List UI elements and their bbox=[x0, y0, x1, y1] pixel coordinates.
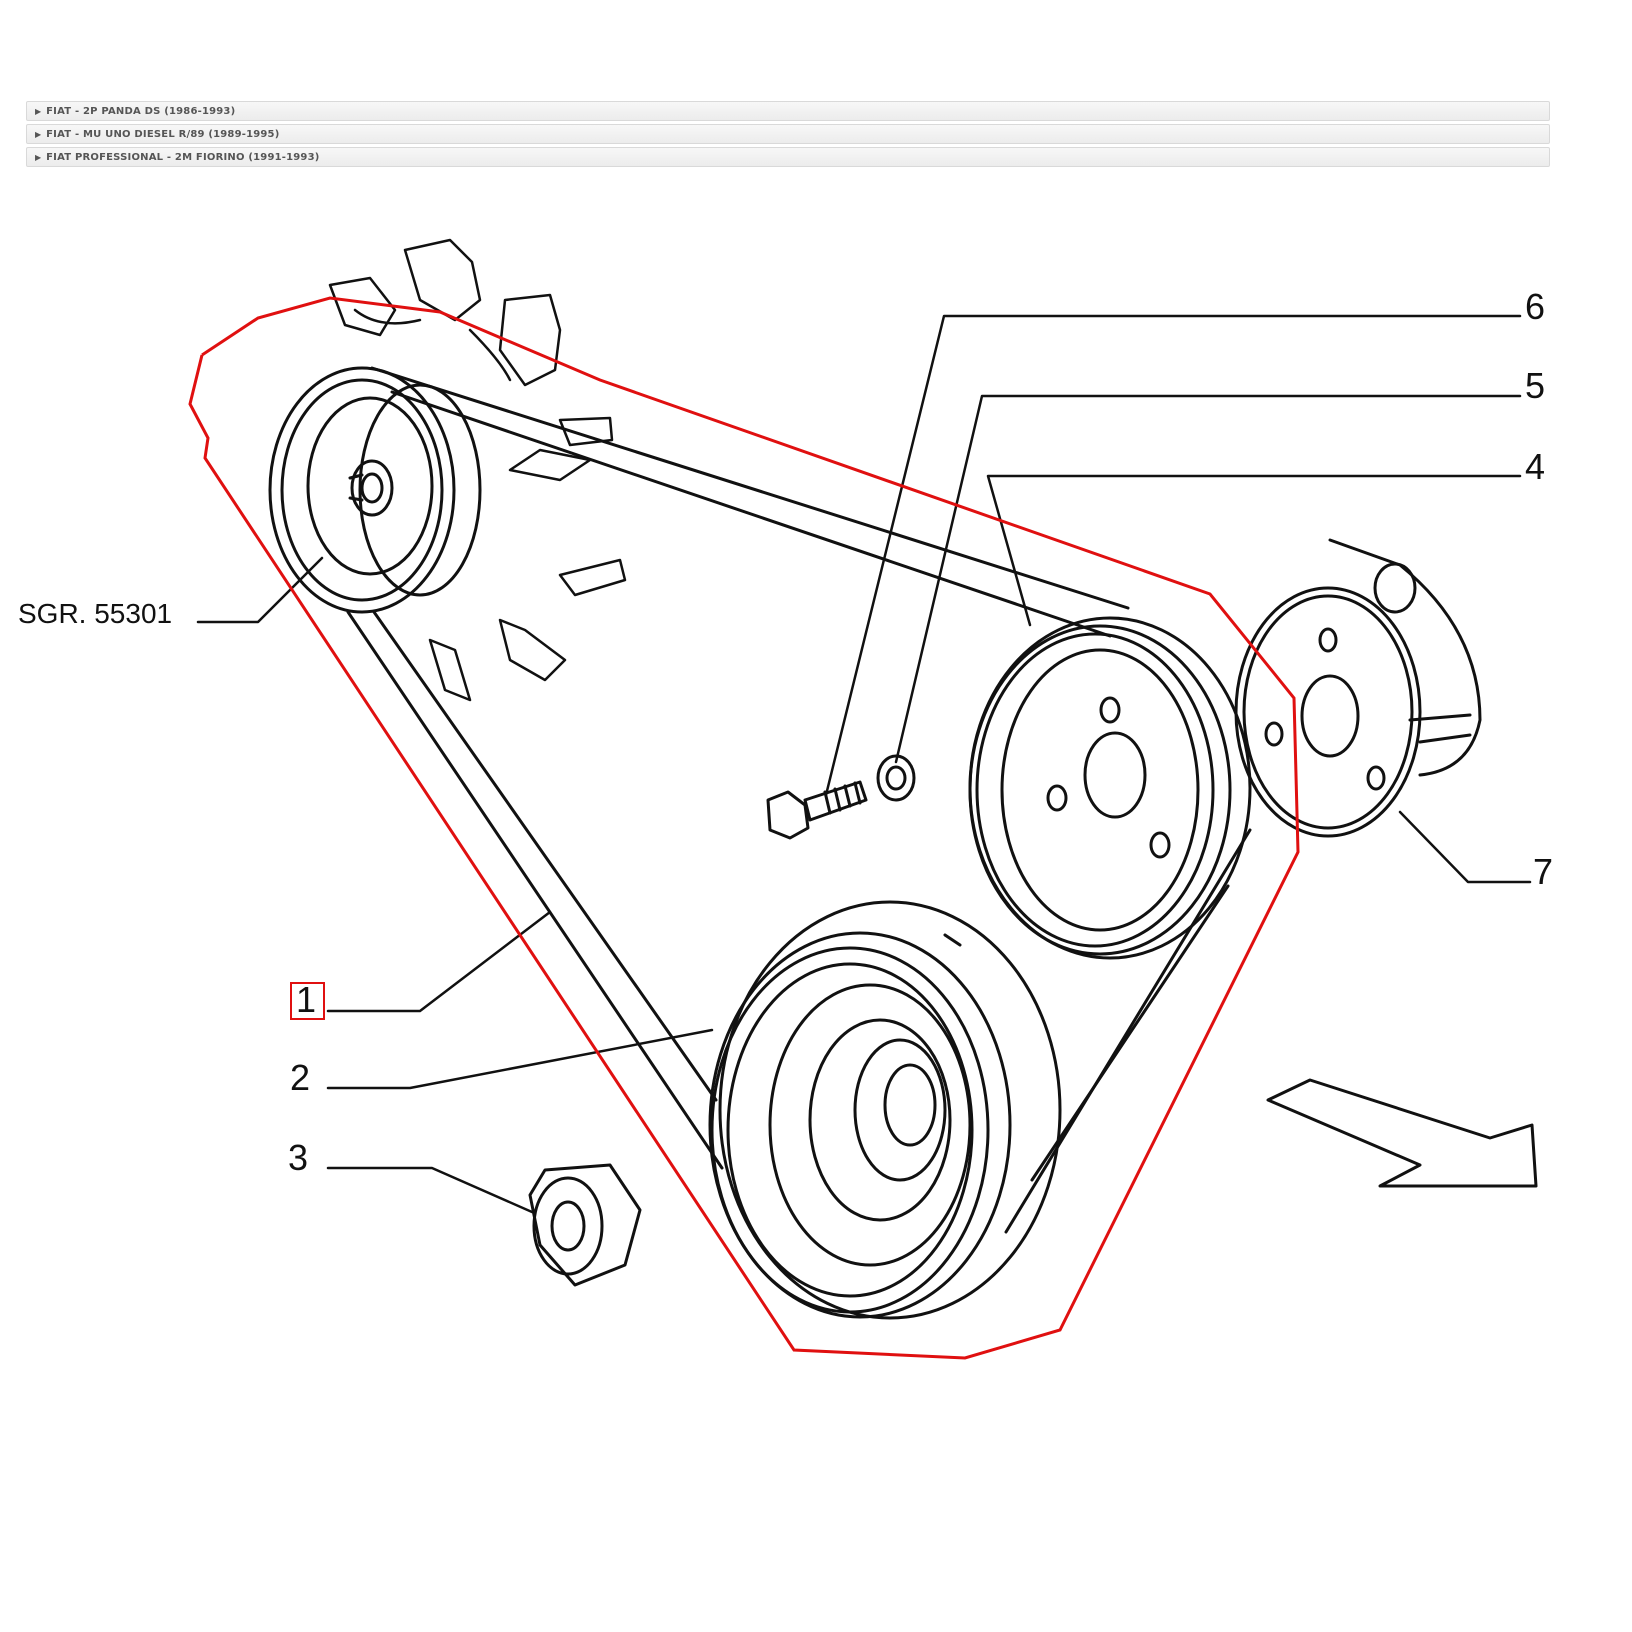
washer bbox=[876, 754, 916, 802]
rotation-direction-arrow-icon bbox=[1266, 1078, 1538, 1188]
water-pump-pulley bbox=[968, 616, 1252, 960]
callout-1-highlight-box[interactable] bbox=[290, 982, 325, 1020]
crankshaft-pulley bbox=[708, 900, 1062, 1320]
callout-3[interactable]: 3 bbox=[288, 1137, 308, 1178]
group-reference-label: SGR. 55301 bbox=[18, 598, 172, 629]
v-belt bbox=[346, 366, 1252, 1234]
application-label: FIAT PROFESSIONAL - 2M FIORINO (1991-199… bbox=[46, 151, 320, 163]
bolt bbox=[766, 780, 868, 840]
pump-flange bbox=[1234, 538, 1482, 838]
expand-arrow-icon: ▶ bbox=[35, 152, 42, 162]
nut bbox=[528, 1163, 642, 1287]
application-row-uno[interactable]: ▶ FIAT - MU UNO DIESEL R/89 (1989-1995) bbox=[26, 124, 1550, 144]
callout-7[interactable]: 7 bbox=[1533, 851, 1553, 892]
application-label: FIAT - 2P PANDA DS (1986-1993) bbox=[46, 105, 236, 117]
callout-leaders bbox=[196, 314, 1532, 1214]
expand-arrow-icon: ▶ bbox=[35, 106, 42, 116]
application-row-panda[interactable]: ▶ FIAT - 2P PANDA DS (1986-1993) bbox=[26, 101, 1550, 121]
callout-4[interactable]: 4 bbox=[1525, 446, 1545, 487]
application-row-fiorino[interactable]: ▶ FIAT PROFESSIONAL - 2M FIORINO (1991-1… bbox=[26, 147, 1550, 167]
applications-accordion: ▶ FIAT - 2P PANDA DS (1986-1993) ▶ FIAT … bbox=[26, 101, 1550, 170]
callout-6[interactable]: 6 bbox=[1525, 286, 1545, 327]
belt-highlight-outline bbox=[188, 296, 1300, 1360]
callout-1[interactable]: 1 bbox=[296, 979, 316, 1020]
callout-5[interactable]: 5 bbox=[1525, 365, 1545, 406]
alternator-pulley bbox=[268, 366, 482, 614]
expand-arrow-icon: ▶ bbox=[35, 129, 42, 139]
callout-2[interactable]: 2 bbox=[290, 1057, 310, 1098]
alternator-fan bbox=[328, 238, 627, 702]
application-label: FIAT - MU UNO DIESEL R/89 (1989-1995) bbox=[46, 128, 280, 140]
